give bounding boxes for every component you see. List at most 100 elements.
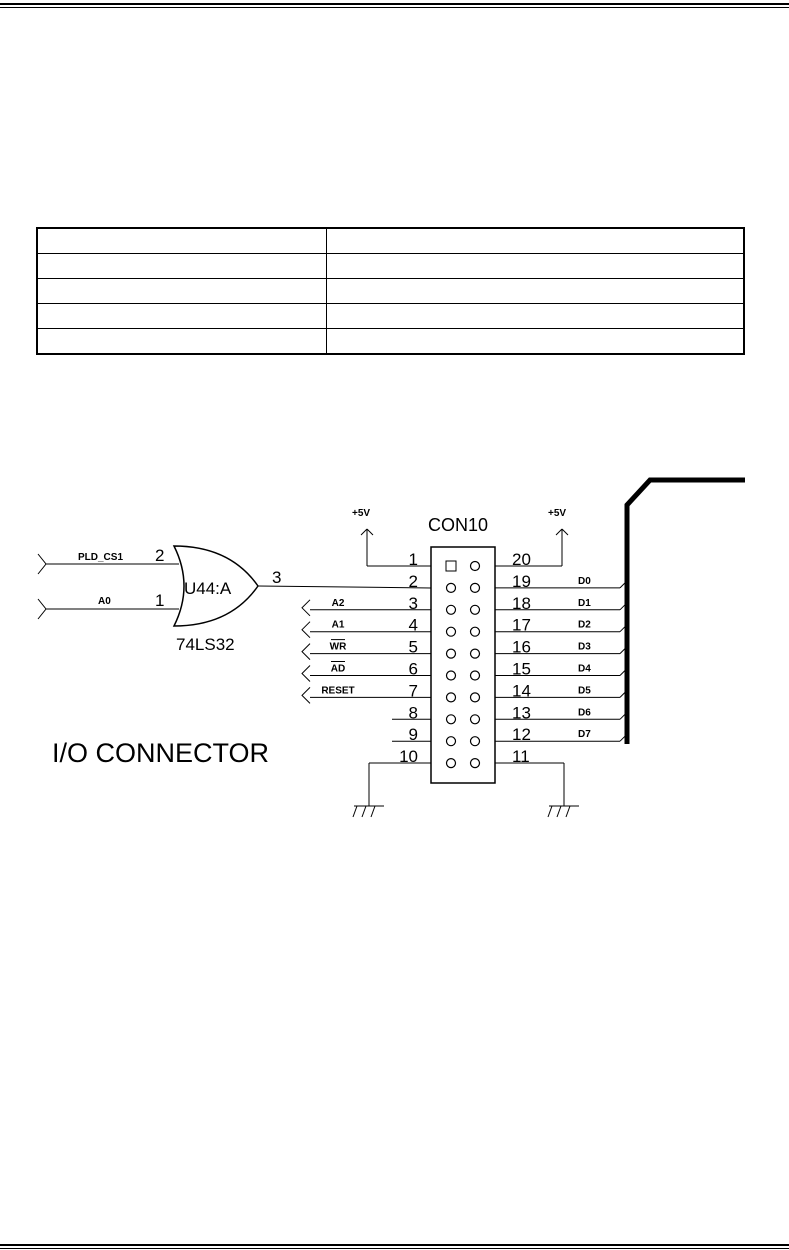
- bus-entry: [619, 668, 628, 676]
- signal-label: D4: [578, 664, 591, 675]
- table-cell: [36, 253, 327, 279]
- vcc-left-arrow-b: [366, 528, 374, 536]
- gnd-left-hatch: [352, 805, 358, 818]
- a0-input-arrow: [37, 598, 47, 620]
- table-row: [36, 253, 745, 279]
- pin-hole: [445, 758, 457, 769]
- table-cell: [326, 278, 745, 304]
- connector-pin-number: 5: [409, 638, 418, 657]
- signal-arrow: [301, 621, 311, 639]
- table-cell: [326, 303, 745, 329]
- connector-pin-number: 7: [409, 681, 418, 700]
- table-row: [36, 278, 745, 304]
- signal-arrow: [301, 599, 311, 617]
- signal-label: D1: [578, 598, 591, 609]
- pin-hole: [469, 560, 481, 572]
- pld-cs1-input-arrow: [37, 553, 47, 575]
- pin-hole: [469, 582, 481, 593]
- footer-rule-thin: [0, 1248, 789, 1249]
- gate-input-pin: 1: [155, 591, 164, 610]
- table-cell: [326, 253, 745, 279]
- signal-label: AD: [331, 664, 345, 675]
- pin-hole: [445, 626, 457, 637]
- gate-output-pin: 3: [272, 568, 281, 587]
- connector-body: [430, 546, 496, 784]
- pin-hole: [469, 626, 481, 637]
- signal-label: D6: [578, 707, 591, 718]
- bus-entry: [619, 690, 628, 698]
- pin-hole: [445, 670, 457, 681]
- connector-pin-number: 18: [512, 594, 531, 613]
- connector-pin-number: 10: [399, 747, 418, 766]
- signal-arrow: [301, 643, 311, 660]
- gate-output-wire: [257, 585, 432, 589]
- gnd-right-hatch: [547, 805, 553, 818]
- signal-arrow: [301, 665, 311, 682]
- bus-entry: [619, 624, 628, 633]
- connector-pin-number: 20: [512, 550, 531, 569]
- signal-label: D5: [578, 685, 591, 696]
- connector-pin-number: 14: [512, 681, 531, 700]
- vcc-right-arrow: [555, 528, 563, 536]
- pin-hole: [445, 736, 457, 747]
- gate-ref: U44:A: [184, 579, 232, 598]
- signal-label: D7: [578, 729, 591, 740]
- or-gate: [172, 545, 259, 627]
- table-row: [36, 328, 745, 355]
- connector-pin-number: 1: [409, 550, 418, 569]
- header-rule: [0, 3, 789, 5]
- signal-label: D2: [578, 620, 591, 631]
- signal-arrow: [301, 687, 311, 704]
- table-cell: [326, 227, 745, 254]
- pin-hole: [445, 648, 457, 659]
- connector-pin-number: 6: [409, 660, 418, 679]
- pin-hole: [469, 604, 481, 615]
- connector-pin-number: 12: [512, 725, 531, 744]
- schematic-title: I/O CONNECTOR: [52, 738, 269, 768]
- gnd-left-hatch: [361, 805, 367, 818]
- gate-part: 74LS32: [176, 635, 235, 654]
- connector-pin-number: 16: [512, 638, 531, 657]
- pin-hole: [445, 714, 457, 725]
- gnd-right-hatch: [556, 805, 562, 818]
- table-cell: [326, 328, 745, 355]
- connector-pin-number: 9: [409, 725, 418, 744]
- pin-hole: [445, 692, 457, 703]
- vcc-right-arrow-b: [561, 528, 569, 536]
- gate-input-signal: PLD_CS1: [78, 552, 123, 563]
- pin-hole: [445, 604, 457, 615]
- connector-ref: CON10: [428, 515, 488, 535]
- table-row: [36, 303, 745, 329]
- gnd-right-hatch: [565, 805, 571, 818]
- data-bus-line: [624, 477, 745, 744]
- bus-entry: [619, 646, 628, 654]
- connector-pin-number: 4: [409, 616, 418, 635]
- connector-pin-number: 15: [512, 660, 531, 679]
- footer-rule: [0, 1244, 789, 1246]
- connector-pin-number: 8: [409, 703, 418, 722]
- pin-hole: [469, 648, 481, 659]
- connector-pin-number: 13: [512, 703, 531, 722]
- io-connector-schematic: +5V +5V CON10 PLD_CS1 A0 2 1 U44:A 74LS3…: [37, 477, 745, 818]
- vcc-left-arrow: [360, 528, 368, 536]
- pin-hole: [469, 736, 481, 747]
- connector-pin-number: 3: [409, 594, 418, 613]
- spec-table: [36, 227, 745, 355]
- connector-pin-number: 2: [409, 572, 418, 591]
- signal-label: RESET: [321, 685, 354, 696]
- table-cell: [36, 303, 327, 329]
- signal-label: D3: [578, 642, 591, 653]
- table-row: [36, 227, 745, 254]
- pin-1-square-marker: [445, 560, 457, 572]
- signal-label: D0: [578, 576, 591, 587]
- pin-hole: [469, 758, 481, 769]
- table-cell: [36, 227, 327, 254]
- table-cell: [36, 328, 327, 355]
- pin-hole: [469, 670, 481, 681]
- connector-pin-number: 19: [512, 572, 531, 591]
- signal-label: A1: [332, 620, 345, 631]
- vcc-right-label: +5V: [548, 508, 566, 519]
- bus-entry: [619, 711, 628, 720]
- header-rule-thin: [0, 7, 789, 8]
- bus-entry: [619, 580, 628, 589]
